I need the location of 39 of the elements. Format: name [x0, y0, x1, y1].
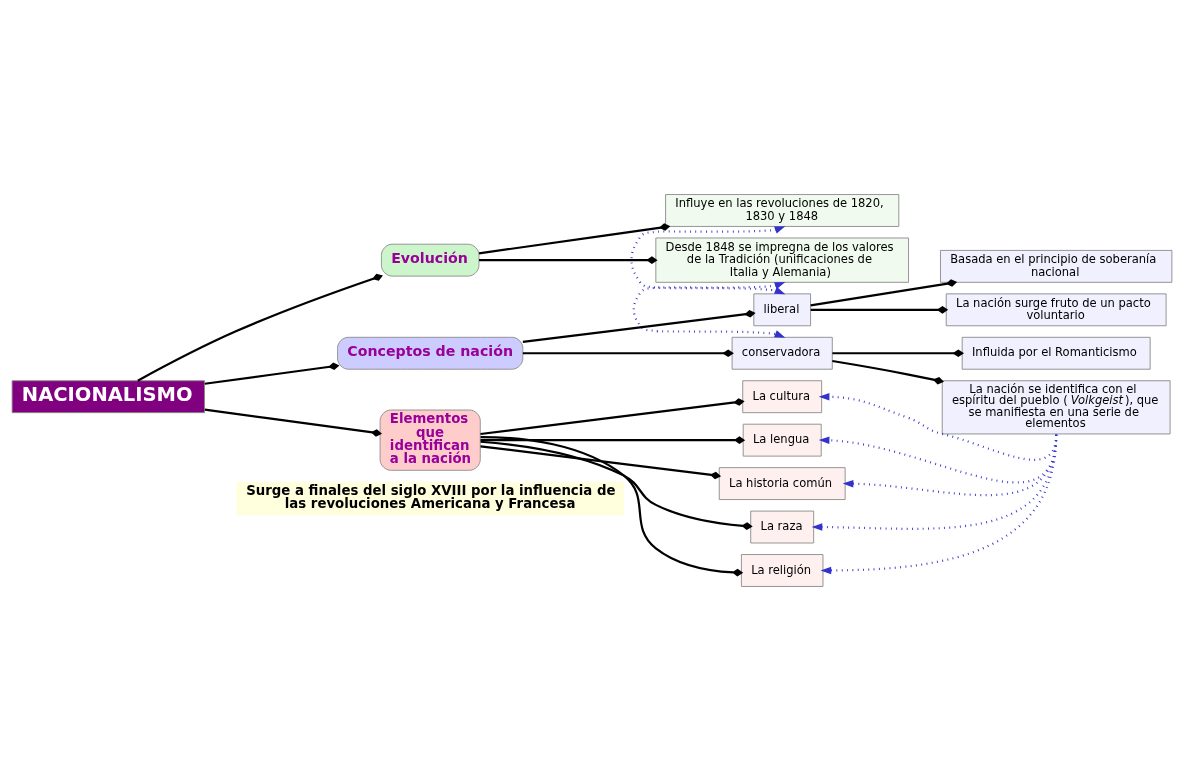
node-box: conservadora	[731, 336, 833, 370]
node-box: Basada en el principio de soberanía nacional	[940, 249, 1173, 283]
connector	[810, 305, 949, 314]
node-box: Influye en las revoluciones de 1820, 1830 y 1848	[665, 193, 900, 227]
node-box: La religión	[740, 553, 824, 587]
label: Surge a finales del siglo XVIII por la influencia de las revoluciones Americana y Francesa	[246, 482, 616, 511]
arrow	[818, 392, 1058, 461]
connector	[479, 255, 658, 264]
node-box: La historia común	[718, 466, 846, 500]
connector	[480, 397, 745, 435]
node-box: Desde 1848 se impregna de los valores de la Tradición (unificaciones de Italia y Alemania)	[655, 237, 909, 283]
connector	[810, 278, 958, 306]
node-box: Elementos que identifican a la nación	[379, 409, 481, 471]
connector	[522, 348, 734, 357]
connector	[832, 359, 944, 384]
connector	[522, 309, 756, 343]
arrow	[811, 434, 1058, 531]
connector	[478, 222, 671, 254]
arrow	[632, 281, 786, 338]
node-box: La nación se identifica con el espíritu del pueblo (Volkgeist), que se manifiesta en una serie de elementos	[941, 379, 1171, 434]
node-box: Evolución	[380, 243, 480, 277]
connector	[137, 273, 383, 382]
node-box: liberal	[753, 292, 811, 326]
node-box: La nación surge fruto de un pacto voluntario	[945, 292, 1167, 326]
connector	[480, 440, 753, 530]
connector	[832, 348, 965, 357]
connector	[480, 444, 722, 479]
node-box: Influida por el Romanticismo	[961, 336, 1151, 370]
connector	[480, 435, 746, 444]
node-box: NACIONALISMO	[11, 379, 205, 413]
arrow	[630, 225, 786, 294]
node-box: Conceptos de nación	[337, 336, 524, 370]
connector	[204, 361, 340, 385]
connector	[480, 435, 744, 576]
connector	[204, 408, 383, 437]
arrow	[820, 434, 1058, 574]
node-box: La lengua	[742, 423, 822, 457]
node-box: La raza	[750, 510, 815, 543]
node-box: La cultura	[742, 379, 823, 413]
